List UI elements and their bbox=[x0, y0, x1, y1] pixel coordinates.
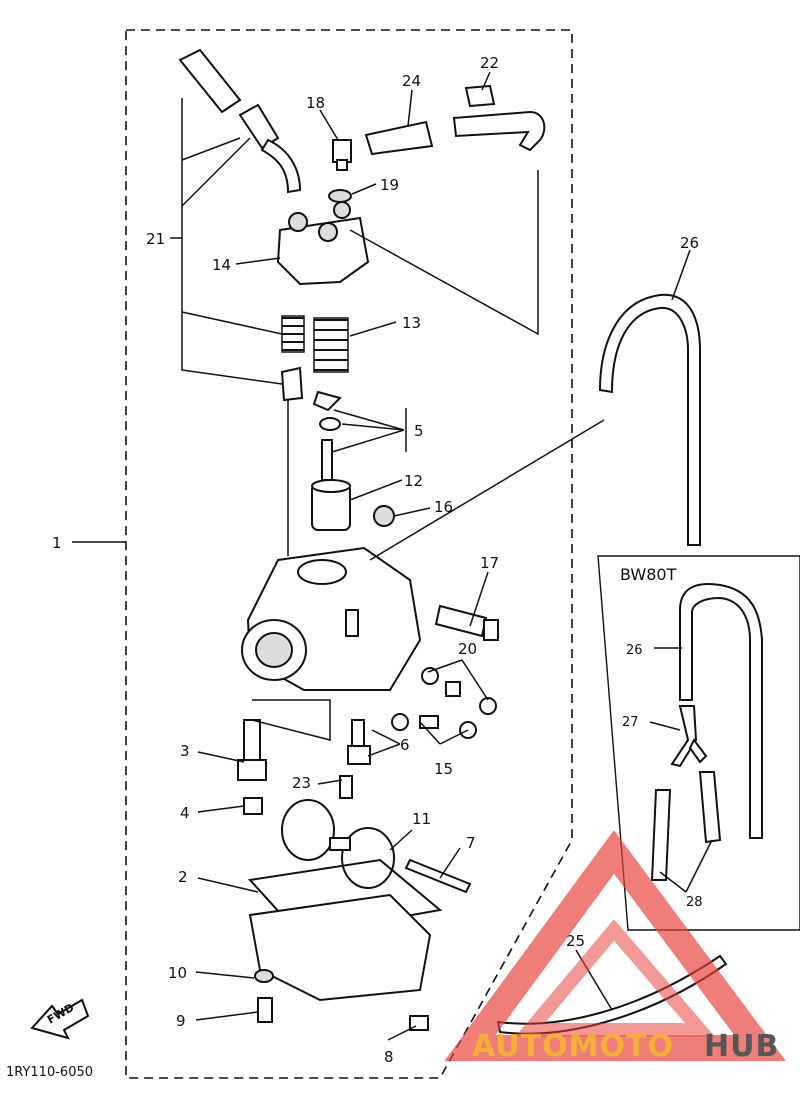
starter-plunger-parts bbox=[391, 713, 477, 739]
label-4: 4 bbox=[180, 804, 190, 822]
main-jet bbox=[243, 797, 263, 815]
label-14: 14 bbox=[212, 256, 231, 274]
label-16: 16 bbox=[434, 498, 453, 516]
needle-jet bbox=[347, 719, 371, 765]
pilot-jet bbox=[339, 775, 353, 799]
watermark-text-auto: AUTOMOTO bbox=[472, 1029, 674, 1064]
throttle-spring bbox=[281, 315, 349, 373]
label-13: 13 bbox=[402, 314, 421, 332]
carburetor-body bbox=[241, 546, 422, 691]
label-18: 18 bbox=[306, 94, 325, 112]
label-2: 2 bbox=[178, 868, 188, 886]
inset-vent-hose bbox=[679, 583, 763, 839]
label-7: 7 bbox=[466, 834, 476, 852]
label-6: 6 bbox=[400, 736, 410, 754]
watermark-triangle-outer bbox=[444, 830, 786, 1061]
drawing-code: 1RY110-6050 bbox=[6, 1065, 93, 1080]
throttle-stop-screw bbox=[434, 604, 499, 641]
label-15: 15 bbox=[434, 760, 453, 778]
label-1: 1 bbox=[52, 534, 62, 552]
label-10: 10 bbox=[168, 964, 187, 982]
label-24: 24 bbox=[402, 72, 421, 90]
pilot-air-screw bbox=[421, 667, 497, 715]
label-12: 12 bbox=[404, 472, 423, 490]
mixing-chamber-top bbox=[276, 201, 370, 286]
label-3: 3 bbox=[180, 742, 190, 760]
float bbox=[281, 799, 395, 889]
cap-nut bbox=[373, 505, 395, 527]
inset-labels: BW80T 26 27 28 bbox=[620, 565, 703, 910]
inset-hoses bbox=[650, 771, 722, 881]
pilot-jet-hose bbox=[364, 84, 546, 156]
label-9: 9 bbox=[176, 1012, 186, 1030]
cable-adjuster-screw bbox=[332, 139, 352, 171]
label-21: 21 bbox=[146, 230, 165, 248]
part-labels: 1 2 3 4 5 6 7 8 9 10 11 12 13 14 15 16 1… bbox=[52, 54, 699, 1066]
vent-hose bbox=[598, 293, 701, 546]
float-pin bbox=[404, 858, 472, 894]
watermark-triangle-inner bbox=[514, 919, 716, 1037]
jet-needle bbox=[321, 439, 333, 481]
main-jet-holder bbox=[237, 719, 267, 781]
inset-boundary bbox=[597, 555, 800, 931]
fwd-arrow: FWD bbox=[30, 998, 90, 1040]
label-25: 25 bbox=[566, 932, 585, 950]
assembly-boundary bbox=[125, 29, 573, 1079]
label-22: 22 bbox=[480, 54, 499, 72]
label-8: 8 bbox=[384, 1048, 394, 1066]
needle-clip bbox=[280, 366, 342, 431]
label-5: 5 bbox=[414, 422, 424, 440]
label-20: 20 bbox=[458, 640, 477, 658]
inset-label-27: 27 bbox=[622, 715, 639, 730]
inset-label-26: 26 bbox=[626, 643, 643, 658]
throttle-cable-boot bbox=[178, 48, 302, 194]
throttle-valve bbox=[311, 479, 351, 531]
float-bowl bbox=[248, 893, 432, 1002]
adjuster-nut bbox=[328, 189, 352, 203]
inset-joint bbox=[670, 705, 708, 768]
inset-title: BW80T bbox=[620, 565, 677, 584]
watermark-logo: AUTOMOTO HUB bbox=[444, 830, 786, 1064]
drain-screw bbox=[254, 969, 274, 1023]
label-19: 19 bbox=[380, 176, 399, 194]
label-11: 11 bbox=[412, 810, 431, 828]
watermark-text-hub: HUB bbox=[704, 1029, 779, 1064]
label-26: 26 bbox=[680, 234, 699, 252]
label-23: 23 bbox=[292, 774, 311, 792]
inset-label-28: 28 bbox=[686, 895, 703, 910]
label-17: 17 bbox=[480, 554, 499, 572]
leader-lines bbox=[72, 71, 713, 1041]
